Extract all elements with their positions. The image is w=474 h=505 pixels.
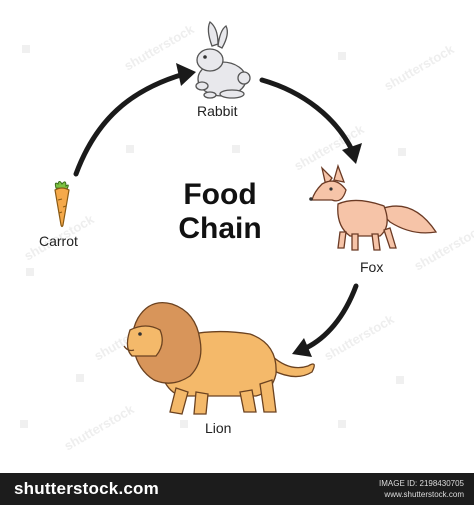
arrow-fox-to-lion xyxy=(303,283,359,351)
watermark-mark xyxy=(396,376,404,384)
diagram-title: Food Chain xyxy=(150,178,290,246)
watermark-mark xyxy=(22,45,30,53)
carrot-icon xyxy=(54,181,70,228)
node-label-rabbit: Rabbit xyxy=(197,103,238,119)
node-label-carrot: Carrot xyxy=(39,233,78,249)
brand-suffix: .com xyxy=(118,479,159,498)
arrowhead-carrot-to-rabbit xyxy=(176,63,196,86)
watermark-mark xyxy=(20,420,28,428)
title-line-1: Food xyxy=(183,178,257,211)
watermark-mark xyxy=(76,374,84,382)
arrowhead-fox-to-lion xyxy=(292,338,312,357)
site-url: www.shutterstock.com xyxy=(384,490,464,499)
watermark-mark xyxy=(26,268,34,276)
food-chain-diagram: shutterstock shutterstock shutterstock s… xyxy=(20,21,474,454)
footer-bar: shutterstock.com IMAGE ID: 2198430705 ww… xyxy=(0,473,474,505)
watermark-mark xyxy=(338,420,346,428)
image-credit: IMAGE ID: 2198430705 www.shutterstock.co… xyxy=(379,478,464,500)
fox-icon xyxy=(309,163,438,251)
node-label-lion: Lion xyxy=(205,420,232,436)
brand-logo: shutterstock.com xyxy=(14,479,159,499)
title-line-2: Chain xyxy=(178,212,262,245)
diagram-canvas xyxy=(54,21,438,415)
arrowhead-rabbit-to-fox xyxy=(342,143,362,164)
brand-name: shutterstock xyxy=(14,479,119,498)
watermark-mark xyxy=(126,145,134,153)
arrow-rabbit-to-fox xyxy=(259,77,355,153)
arrow-carrot-to-rabbit xyxy=(73,71,187,177)
watermark-mark xyxy=(338,52,346,60)
image-id: IMAGE ID: 2198430705 xyxy=(379,479,464,488)
watermark-mark xyxy=(180,420,188,428)
rabbit-icon xyxy=(195,21,251,99)
watermark-mark xyxy=(232,145,240,153)
node-label-fox: Fox xyxy=(360,259,384,275)
watermark-mark xyxy=(398,148,406,156)
lion-icon xyxy=(123,301,315,415)
